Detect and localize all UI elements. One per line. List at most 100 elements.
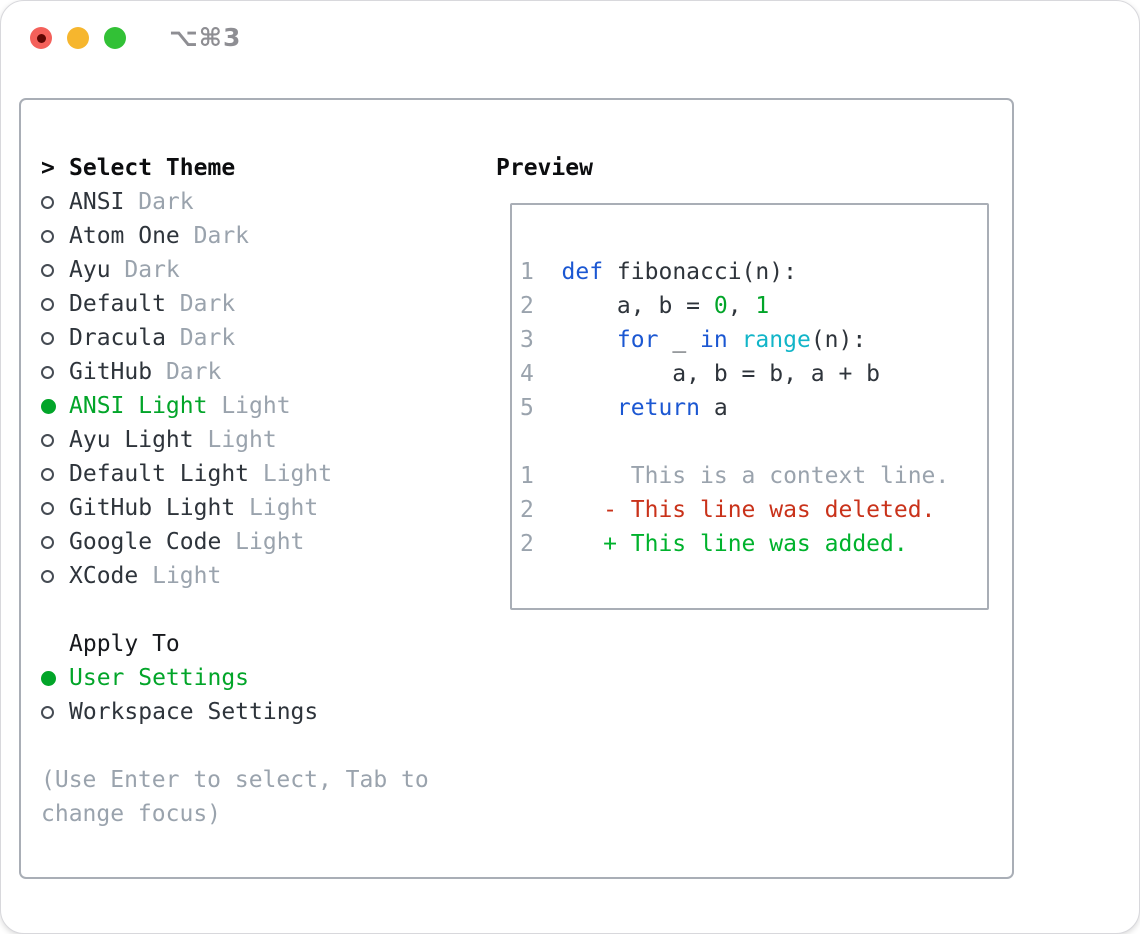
theme-option-ansi[interactable]: ANSI Dark <box>41 185 491 219</box>
theme-option-github[interactable]: GitHub Dark <box>41 355 491 389</box>
option-label: Atom One <box>69 223 180 249</box>
radio-icon <box>41 365 69 379</box>
option-label: ANSI <box>69 189 125 215</box>
line-number: 2 <box>520 293 534 319</box>
code-line: 1 This is a context line. <box>520 459 987 493</box>
radio-icon <box>41 331 69 345</box>
radio-icon <box>41 229 69 243</box>
line-content: for _ in range(n): <box>616 327 867 353</box>
spacer <box>41 729 491 763</box>
spacer <box>41 593 491 627</box>
line-content: return a <box>616 395 728 421</box>
radio-icon <box>41 467 69 481</box>
line-number: 1 <box>520 259 534 285</box>
close-dot-icon <box>36 33 46 43</box>
option-tag: Light <box>249 495 319 521</box>
radio-icon <box>41 535 69 549</box>
line-content: a, b = 0, 1 <box>561 293 770 319</box>
code-line: 4 a, b = b, a + b <box>520 357 987 391</box>
radio-icon <box>41 297 69 311</box>
option-tag: Light <box>152 563 222 589</box>
line-number: 4 <box>520 361 534 387</box>
theme-option-github-light[interactable]: GitHub Light Light <box>41 491 491 525</box>
radio-icon <box>41 263 69 277</box>
line-number: 2 <box>520 497 534 523</box>
option-label: Default Light <box>69 461 250 487</box>
option-tag: Dark <box>179 291 236 317</box>
close-button[interactable] <box>30 27 52 49</box>
apply-to-header: Apply To <box>69 631 180 657</box>
option-label: Default <box>69 291 166 317</box>
option-label: GitHub <box>69 359 153 385</box>
option-label: Google Code <box>69 529 222 555</box>
radio-icon <box>41 569 69 583</box>
apply-option-user-settings[interactable]: User Settings <box>41 661 491 695</box>
radio-icon <box>41 705 69 719</box>
line-content: a, b = b, a + b <box>561 361 881 387</box>
line-number <box>520 425 534 459</box>
option-tag: Light <box>235 529 305 555</box>
preview-title: Preview <box>496 155 593 181</box>
option-label: Ayu Light <box>69 427 194 453</box>
line-number: 2 <box>520 531 534 557</box>
theme-option-ayu-light[interactable]: Ayu Light Light <box>41 423 491 457</box>
cursor-arrow-icon: > <box>41 155 55 181</box>
line-content: This is a context line. <box>561 463 950 489</box>
option-label: GitHub Light <box>69 495 236 521</box>
radio-icon <box>41 433 69 447</box>
option-tag: Dark <box>179 325 236 351</box>
zoom-button[interactable] <box>104 27 126 49</box>
theme-option-ansi-light[interactable]: ANSI Light Light <box>41 389 491 423</box>
theme-option-default-light[interactable]: Default Light Light <box>41 457 491 491</box>
code-line: 2 + This line was added. <box>520 527 987 561</box>
option-tag: Light <box>221 393 291 419</box>
option-tag: Light <box>262 461 333 487</box>
line-content: def fibonacci(n): <box>561 259 797 285</box>
radio-icon <box>41 195 69 209</box>
line-number: 5 <box>520 395 534 421</box>
help-text: (Use Enter to select, Tab to change focu… <box>41 767 429 827</box>
line-number: 3 <box>520 327 534 353</box>
theme-option-google-code[interactable]: Google Code Light <box>41 525 491 559</box>
code-line: 3 for _ in range(n): <box>520 323 987 357</box>
option-tag: Dark <box>138 189 194 215</box>
line-content: + This line was added. <box>561 531 908 557</box>
code-line: 2 - This line was deleted. <box>520 493 987 527</box>
code-line <box>520 425 987 459</box>
theme-option-ayu[interactable]: Ayu Dark <box>41 253 491 287</box>
selected-radio-icon <box>41 398 69 414</box>
theme-list-title: Select Theme <box>69 155 236 181</box>
option-label: Dracula <box>69 325 166 351</box>
radio-icon <box>41 501 69 515</box>
option-tag: Dark <box>193 223 250 249</box>
minimize-button[interactable] <box>67 27 89 49</box>
option-tag: Dark <box>165 359 222 385</box>
theme-list-header: > Select Theme <box>41 151 491 185</box>
code-line: 5 return a <box>520 391 987 425</box>
theme-option-default[interactable]: Default Dark <box>41 287 491 321</box>
option-tag: Light <box>207 427 277 453</box>
option-label: ANSI Light <box>69 393 208 419</box>
apply-option-workspace-settings[interactable]: Workspace Settings <box>41 695 491 729</box>
line-number: 1 <box>520 463 534 489</box>
theme-option-xcode[interactable]: XCode Light <box>41 559 491 593</box>
titlebar: ⌥⌘3 <box>1 1 1139 73</box>
line-content: - This line was deleted. <box>561 497 936 523</box>
option-label: Ayu <box>69 257 111 283</box>
code-line: 1 def fibonacci(n): <box>520 255 987 289</box>
window-title: ⌥⌘3 <box>169 23 242 52</box>
theme-option-dracula[interactable]: Dracula Dark <box>41 321 491 355</box>
code-line: 2 a, b = 0, 1 <box>520 289 987 323</box>
option-label: User Settings <box>69 665 250 691</box>
option-label: Workspace Settings <box>69 699 319 725</box>
option-label: XCode <box>69 563 139 589</box>
theme-option-atom-one[interactable]: Atom One Dark <box>41 219 491 253</box>
option-tag: Dark <box>124 257 180 283</box>
